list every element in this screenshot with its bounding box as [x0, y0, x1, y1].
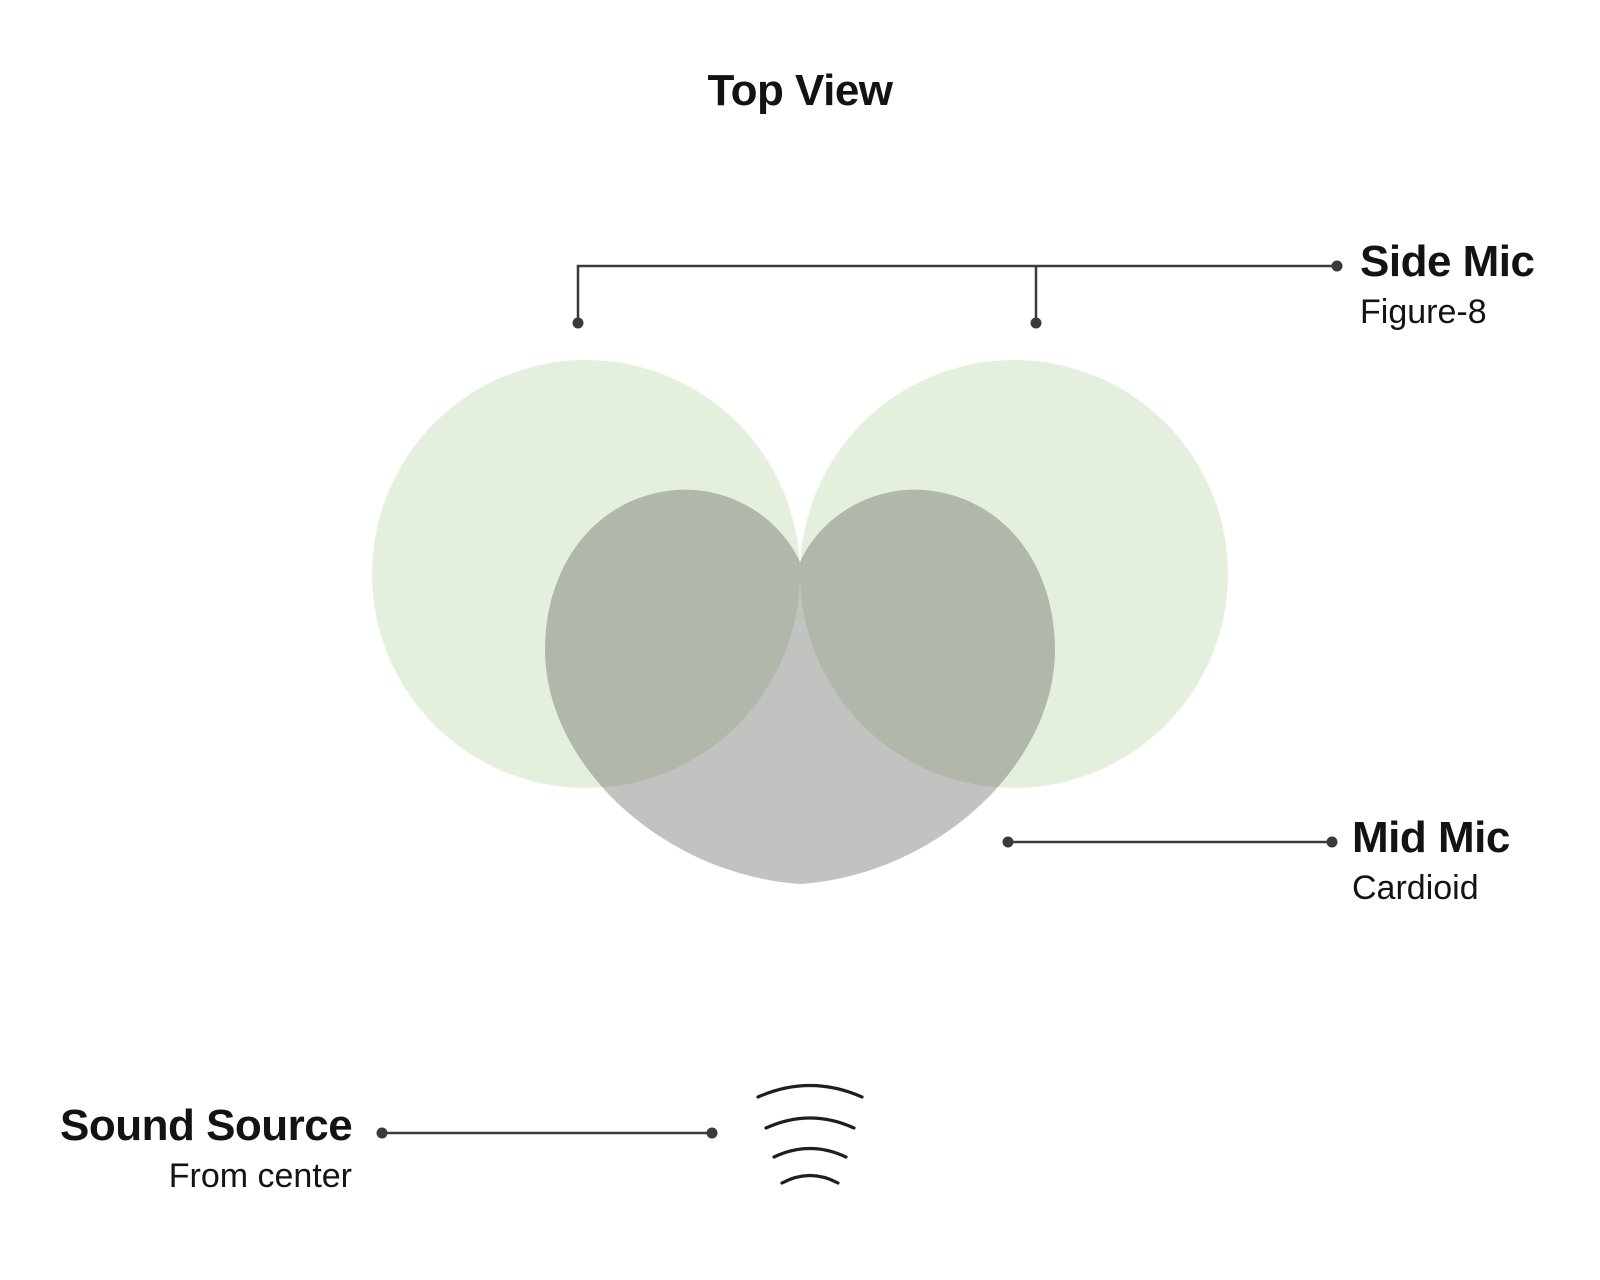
- sound-source-title: Sound Source: [60, 1101, 353, 1150]
- callout-dot-icon: [1030, 317, 1042, 329]
- callout-dot-icon: [1326, 836, 1338, 848]
- side-mic-subtitle: Figure-8: [1360, 293, 1487, 331]
- side-mic-connector: [572, 260, 1343, 329]
- sound-source-subtitle: From center: [168, 1157, 352, 1195]
- page-title: Top View: [707, 66, 893, 115]
- mid-mic-cardioid-shape: [544, 489, 1056, 884]
- sound-wave-arc: [772, 1147, 848, 1159]
- sound-source-label: Sound Source From center: [60, 1101, 353, 1197]
- mid-mic-subtitle: Cardioid: [1352, 869, 1479, 907]
- mid-mic-connector: [1002, 836, 1338, 848]
- sound-wave-arc: [756, 1083, 864, 1099]
- callout-dot-icon: [706, 1127, 718, 1139]
- side-mic-lobe-right: [800, 360, 1228, 788]
- side-mic-title: Side Mic: [1360, 237, 1535, 286]
- callout-dot-icon: [376, 1127, 388, 1139]
- sound-wave-arc: [780, 1173, 840, 1185]
- sound-source-connector: [376, 1127, 718, 1139]
- mid-mic-label: Mid Mic Cardioid: [1352, 816, 1510, 909]
- callout-dot-icon: [572, 317, 584, 329]
- callout-dot-icon: [1002, 836, 1014, 848]
- mid-mic-title: Mid Mic: [1352, 813, 1510, 862]
- callout-dot-icon: [1331, 260, 1343, 272]
- sound-waves-icon: [756, 1083, 864, 1185]
- side-mic-lobe-left: [372, 360, 800, 788]
- side-mic-label: Side Mic Figure-8: [1360, 240, 1535, 333]
- side-mic-connector-line: [576, 264, 1332, 323]
- sound-wave-arc: [764, 1116, 856, 1130]
